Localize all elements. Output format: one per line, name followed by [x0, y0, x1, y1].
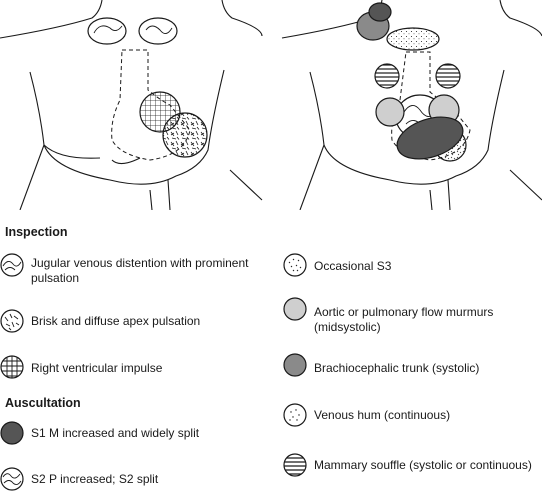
legend-flow-label-line1: Aortic or pulmonary flow murmurs: [314, 305, 494, 319]
legend-venous-hum-label: Venous hum (continuous): [314, 408, 451, 422]
left-jugular-marker: [87, 17, 127, 45]
inspection-heading: Inspection: [5, 225, 68, 239]
right-mammary-marker-2: [435, 63, 461, 89]
legend-s3-label: Occasional S3: [314, 259, 392, 273]
legend-mammary-label: Mammary souffle (systolic or continuous): [314, 458, 532, 472]
legend-apex-label: Brisk and diffuse apex pulsation: [31, 314, 201, 328]
dark-filled-circle-icon: [0, 421, 24, 445]
swirl-pattern-icon: [0, 253, 24, 277]
auscultation-heading: Auscultation: [5, 396, 81, 410]
left-torso-outline: [0, 0, 263, 210]
hatch-pattern-icon: [0, 309, 24, 333]
legend-brachiocephalic-label: Brachiocephalic trunk (systolic): [314, 361, 480, 375]
wave-pattern-icon: [0, 467, 24, 491]
left-apex-marker: [162, 112, 208, 158]
legend-flow-label-line2: (midsystolic): [314, 320, 381, 334]
right-venous-hum-marker: [386, 27, 440, 51]
dotted-circle-icon: [283, 403, 307, 427]
right-brachiocephalic-marker-2: [368, 2, 392, 22]
legend-s1-label: S1 M increased and widely split: [31, 426, 200, 440]
right-flow-murmur-marker-1: [375, 97, 405, 127]
speckled-circle-icon: [283, 253, 307, 277]
legend-s2-label: S2 P increased; S2 split: [31, 472, 159, 486]
horizontal-stripe-circle-icon: [283, 453, 307, 477]
right-s1-marker: [396, 116, 464, 160]
light-gray-circle-icon: [283, 297, 307, 321]
left-jugular-marker-2: [138, 17, 178, 45]
legend-rv-label: Right ventricular impulse: [31, 361, 163, 375]
right-mammary-marker-1: [374, 63, 400, 89]
left-heart-silhouette: [111, 49, 191, 161]
medium-gray-circle-icon: [283, 353, 307, 377]
legend-jugular-label-line2: pulsation: [31, 271, 80, 285]
torso-figure: [0, 0, 542, 210]
grid-pattern-icon: [0, 355, 24, 379]
legend-jugular-label-line1: Jugular venous distention with prominent: [31, 256, 249, 270]
